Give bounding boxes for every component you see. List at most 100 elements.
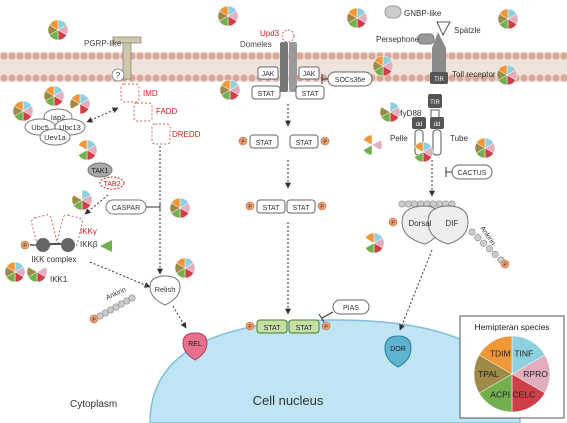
species-pie-glyph	[362, 134, 383, 156]
ikk1-label: IKK1	[50, 275, 68, 284]
relish-protein	[149, 275, 181, 306]
ubc5-label: Ubc5	[31, 123, 49, 132]
stat-dimer-left-phospho	[245, 201, 255, 211]
tab2-protein	[99, 176, 125, 190]
stat-dimer-right-phospho	[317, 201, 327, 211]
dorsal-phospho	[388, 217, 398, 227]
gnbp-label: GNBP-like	[404, 9, 442, 18]
stat-dimer-left	[256, 199, 286, 214]
toll-tir-label: TIR	[434, 77, 444, 83]
legend-label-rpro: RPRO	[523, 369, 548, 379]
stat-nuclear-right-phospho	[321, 321, 331, 331]
myd88-label: MyD88	[396, 109, 422, 118]
stat-active-right-label: STAT	[296, 140, 314, 147]
stat-docked-right-label: STAT	[302, 91, 320, 98]
stat-nuclear-left	[256, 319, 288, 334]
persephone-label: Persephone	[376, 35, 420, 44]
relish-label: Relish	[155, 285, 176, 294]
rel-label: REL	[188, 341, 202, 348]
dredd-protein	[151, 123, 171, 145]
pias-protein	[332, 299, 370, 315]
cactus-label: CACTUS	[458, 170, 487, 177]
stat-active-left-phospho-label: P	[241, 140, 245, 146]
stat-active-left	[249, 134, 279, 149]
myd88-tir-label: TIR	[430, 100, 440, 106]
ankirin-left-chain	[96, 294, 136, 320]
caspar-label: CASPAR	[112, 205, 140, 212]
ubc13-label: Ubc13	[59, 123, 81, 132]
stat-nuclear-right	[288, 319, 320, 334]
pelle-label: Pelle	[390, 134, 408, 143]
legend-label-tinf: TINF	[514, 349, 533, 359]
fadd-label: FADD	[156, 107, 178, 116]
socs-label: SOCs36e	[335, 77, 365, 84]
tube-dd-label: dd	[434, 122, 441, 128]
species-pie-glyph	[379, 101, 401, 123]
stat-nuclear-left-phospho-label: P	[248, 325, 252, 331]
dorsal-label: Dorsal	[408, 219, 431, 228]
toll-label: Toll receptor	[452, 70, 496, 79]
upd3-ligand	[281, 29, 295, 43]
stat-active-left-label: STAT	[256, 140, 274, 147]
species-glyphs	[4, 5, 519, 283]
dorsal-dif-complex	[401, 205, 469, 245]
ankirin-left-phospho	[89, 314, 99, 324]
stat-docked-right	[295, 85, 325, 100]
legend-label-tpal: TPAL	[478, 369, 499, 379]
species-pie-glyph	[364, 232, 385, 254]
species-pie-glyph	[496, 64, 518, 86]
species-pie-glyph	[497, 8, 519, 30]
pelle-dd-label: dd	[416, 122, 423, 128]
stat-nuclear-right-phospho-label: P	[324, 325, 328, 331]
stat-active-right	[289, 134, 319, 149]
tube-label: Tube	[450, 134, 468, 143]
species-pie-glyph	[372, 55, 394, 77]
species-legend: Hemipteran species TINFRPROCELCACPITPALT…	[459, 315, 565, 419]
imd-protein	[120, 83, 140, 103]
stat-docked-left-label: STAT	[258, 91, 276, 98]
ikk-complex	[30, 214, 83, 252]
stat-dimer-right-label: STAT	[293, 205, 311, 212]
stat-docked-left	[251, 85, 281, 100]
stat-nuclear-left-label: STAT	[264, 325, 282, 332]
ikkg-label: IKKγ	[80, 227, 97, 236]
spatzle-ligand	[436, 21, 451, 37]
persephone-protein	[417, 33, 435, 45]
species-pie-glyph	[413, 141, 434, 163]
toll-receptor	[430, 32, 448, 84]
legend-title: Hemipteran species	[474, 322, 549, 332]
unknown-adaptor-label: ?	[116, 71, 121, 80]
stat-nuclear-left-phospho	[245, 321, 255, 331]
iap2-label: Iap2	[51, 113, 66, 122]
stat-active-right-phospho-label: P	[323, 140, 327, 146]
legend-label-tdim: TDIM	[490, 349, 511, 359]
ankirin-right-phospho-label: P	[503, 263, 507, 269]
tak1-protein	[87, 162, 113, 178]
ikk-complex-label: IKK complex	[32, 255, 77, 264]
species-pie-glyph	[169, 197, 191, 219]
legend-label-acpi: ACPI	[490, 389, 510, 399]
stat-dimer-right-phospho-label: P	[320, 205, 324, 211]
tab2-label: TAB2	[104, 181, 121, 188]
pgrp-label: PGRP-like	[84, 39, 122, 48]
ikk-phospho-label: P	[23, 244, 27, 250]
domeless-receptor	[280, 42, 297, 92]
stat-dimer-left-phospho-label: P	[248, 205, 252, 211]
pgrp-receptor	[112, 36, 142, 80]
legend-slice-tdim	[478, 335, 513, 375]
nucleus-label: Cell nucleus	[253, 393, 324, 408]
species-pie-glyph	[43, 85, 65, 107]
upd3-label: Upd3	[260, 29, 280, 38]
imd-label: IMD	[143, 89, 158, 98]
uev1a-label: Uev1a	[44, 133, 67, 142]
domeles-label: Domeles	[240, 40, 272, 49]
ubiquitin-complex	[24, 108, 86, 146]
species-pie-glyph	[26, 266, 48, 283]
jak-left	[257, 66, 279, 80]
jak-right	[298, 66, 320, 80]
unknown-adaptor	[111, 68, 125, 82]
ikkb-label: IKKβ	[80, 240, 98, 249]
fadd-protein	[133, 102, 153, 122]
dorsal-phospho-label: P	[391, 221, 395, 227]
